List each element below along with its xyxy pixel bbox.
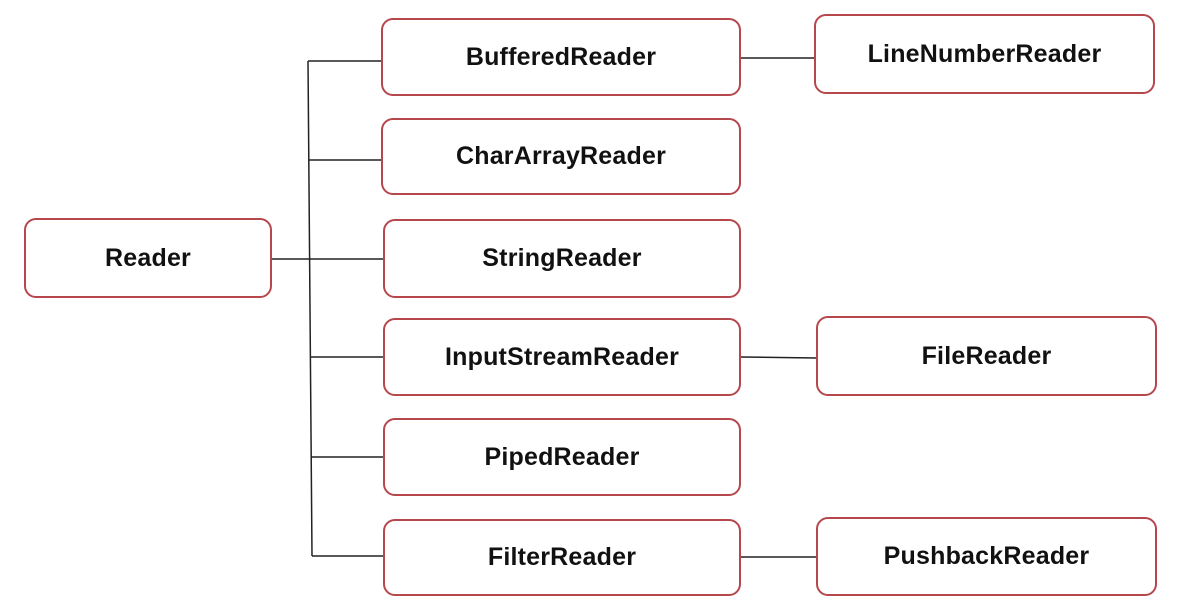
node-filereader: FileReader xyxy=(816,316,1157,396)
node-label: PipedReader xyxy=(484,442,640,471)
node-label: Reader xyxy=(105,243,191,272)
node-label: PushbackReader xyxy=(883,542,1090,570)
node-pipedreader: PipedReader xyxy=(383,418,741,496)
node-label: FileReader xyxy=(921,341,1052,370)
node-label: CharArrayReader xyxy=(455,142,667,170)
node-linenumberreader: LineNumberReader xyxy=(814,14,1155,94)
node-label: LineNumberReader xyxy=(867,39,1102,68)
node-pushbackreader: PushbackReader xyxy=(816,517,1157,596)
node-chararrayreader: CharArrayReader xyxy=(381,118,741,195)
connector-file xyxy=(740,356,817,359)
node-label: InputStreamReader xyxy=(444,342,679,371)
node-bufferedreader: BufferedReader xyxy=(381,18,741,96)
node-reader: Reader xyxy=(24,218,272,298)
node-label: BufferedReader xyxy=(465,42,657,71)
node-label: FilterReader xyxy=(487,543,637,571)
connector-trunk xyxy=(307,60,313,557)
node-inputstreamreader: InputStreamReader xyxy=(383,318,741,396)
node-filterreader: FilterReader xyxy=(383,519,741,596)
node-label: StringReader xyxy=(482,244,642,272)
node-stringreader: StringReader xyxy=(383,219,741,298)
